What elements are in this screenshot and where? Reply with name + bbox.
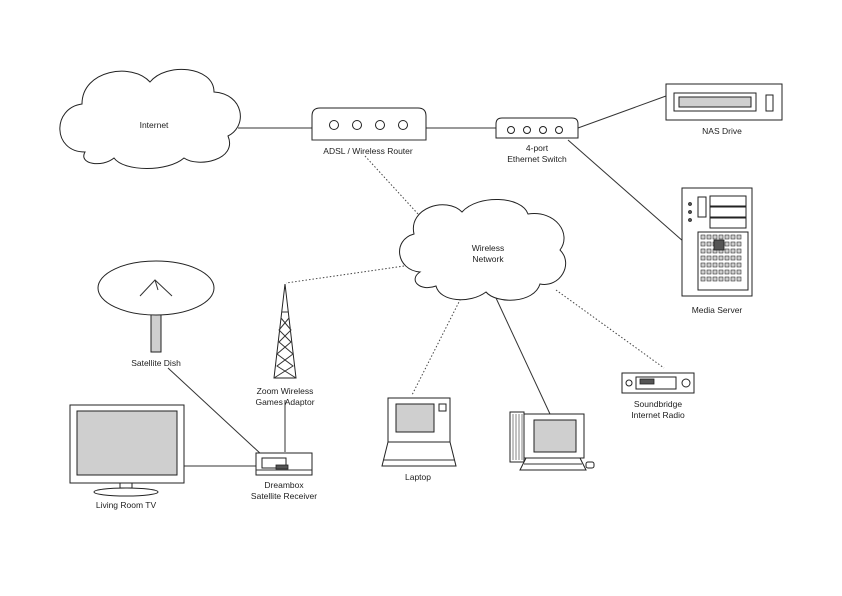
router-label: ADSL / Wireless Router bbox=[323, 146, 413, 156]
link-wireless-laptop bbox=[411, 295, 463, 396]
zoom-label-line1: Zoom Wireless bbox=[257, 386, 314, 396]
server-vent-grid bbox=[700, 234, 742, 282]
soundbridge-label-line2: Internet Radio bbox=[631, 410, 685, 420]
switch-label-line2: Ethernet Switch bbox=[507, 154, 567, 164]
nas-drive: NAS Drive bbox=[665, 83, 783, 136]
media-server: Media Server bbox=[681, 187, 753, 315]
ethernet-switch: 4-port Ethernet Switch bbox=[495, 117, 579, 164]
satellite-dish: Satellite Dish bbox=[97, 260, 215, 368]
nas-label: NAS Drive bbox=[702, 126, 742, 136]
wireless-network-cloud: Wireless Network bbox=[399, 199, 566, 301]
connections bbox=[167, 95, 685, 467]
internet-label: Internet bbox=[140, 120, 169, 130]
media-server-label: Media Server bbox=[692, 305, 743, 315]
link-switch-nas bbox=[577, 95, 667, 129]
router-port-led bbox=[375, 120, 385, 130]
soundbridge-radio: Soundbridge Internet Radio bbox=[621, 372, 695, 420]
zoom-games-adaptor: Zoom Wireless Games Adaptor bbox=[255, 283, 315, 407]
tv-label: Living Room TV bbox=[96, 500, 157, 510]
living-room-tv: Living Room TV bbox=[69, 404, 185, 510]
link-wireless-pc bbox=[495, 297, 551, 415]
router-port-led bbox=[352, 120, 362, 130]
desktop-pc bbox=[509, 411, 595, 471]
dreambox-receiver: Dreambox Satellite Receiver bbox=[251, 452, 317, 501]
dreambox-label-line2: Satellite Receiver bbox=[251, 491, 317, 501]
link-router-wireless bbox=[364, 155, 419, 215]
link-wireless-zoom bbox=[285, 265, 405, 284]
link-dish-dreambox bbox=[167, 367, 263, 456]
link-wireless-soundbridge bbox=[555, 289, 665, 369]
wireless-label-line1: Wireless bbox=[472, 243, 505, 253]
wireless-label-line2: Network bbox=[472, 254, 504, 264]
satellite-dish-label: Satellite Dish bbox=[131, 358, 181, 368]
laptop: Laptop bbox=[381, 397, 457, 482]
zoom-label-line2: Games Adaptor bbox=[255, 397, 314, 407]
router-port-led bbox=[398, 120, 408, 130]
adsl-router: ADSL / Wireless Router bbox=[311, 107, 427, 156]
link-switch-mediaserver bbox=[567, 139, 685, 243]
laptop-label: Laptop bbox=[405, 472, 431, 482]
internet-cloud: Internet bbox=[59, 68, 241, 169]
soundbridge-label-line1: Soundbridge bbox=[634, 399, 682, 409]
dreambox-label-line1: Dreambox bbox=[264, 480, 304, 490]
router-port-led bbox=[329, 120, 339, 130]
switch-label-line1: 4-port bbox=[526, 143, 549, 153]
